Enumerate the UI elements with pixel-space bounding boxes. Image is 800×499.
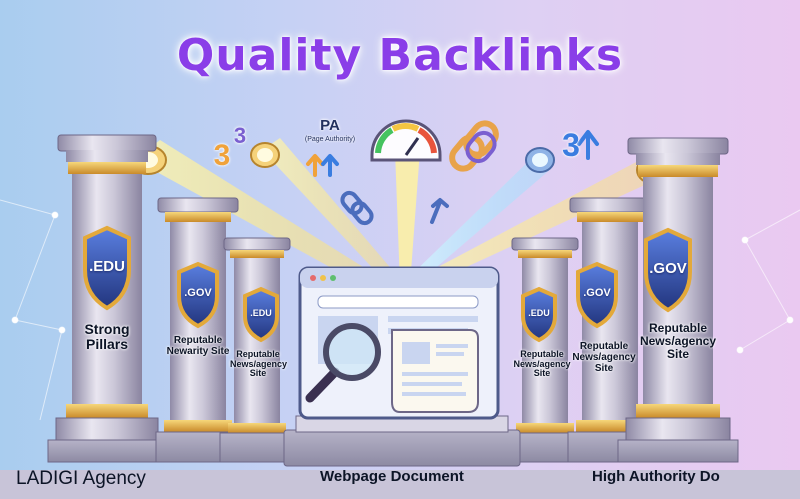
webpage-document-graphic	[283, 266, 521, 467]
number-three-left-small: 3	[233, 123, 247, 148]
magnifier-icon	[305, 323, 381, 403]
caption-left-2: Reputable Newarity Site	[166, 335, 230, 357]
caption-left-1: Strong Pillars	[84, 321, 130, 353]
badge-right-1: .GOV	[649, 260, 687, 277]
pa-sublabel: (Page Authority)	[304, 136, 356, 143]
badge-right-2: .GOV	[583, 287, 611, 299]
arrow-up-icons	[306, 130, 599, 224]
webpage-document-label: Webpage Document	[320, 468, 464, 485]
light-beams	[135, 138, 660, 300]
brand-label: LADIGI Agency	[16, 468, 146, 489]
high-authority-label: High Authority Do	[592, 468, 720, 485]
badge-right-3: .EDU	[528, 308, 550, 318]
pa-label: PA	[320, 117, 340, 134]
badge-left-3: .EDU	[250, 308, 272, 318]
badge-left-1: .EDU	[89, 258, 125, 275]
caption-right-1: Reputable News/agency Site	[639, 321, 717, 361]
caption-right-3: Reputable News/agency Site	[513, 349, 571, 379]
shield-icons	[83, 225, 692, 343]
number-three-left: 3	[213, 139, 231, 172]
badge-left-2: .GOV	[184, 287, 212, 299]
caption-right-2: Reputable News/agency Site	[572, 341, 636, 374]
floor	[0, 470, 800, 499]
caption-left-3: Reputable News/agency Site	[230, 349, 288, 379]
gauge-icon	[370, 119, 442, 162]
network-lines	[0, 199, 800, 421]
pillars	[47, 134, 739, 463]
page-title: Quality Backlinks	[176, 30, 624, 81]
number-three-right: 3	[562, 127, 580, 163]
